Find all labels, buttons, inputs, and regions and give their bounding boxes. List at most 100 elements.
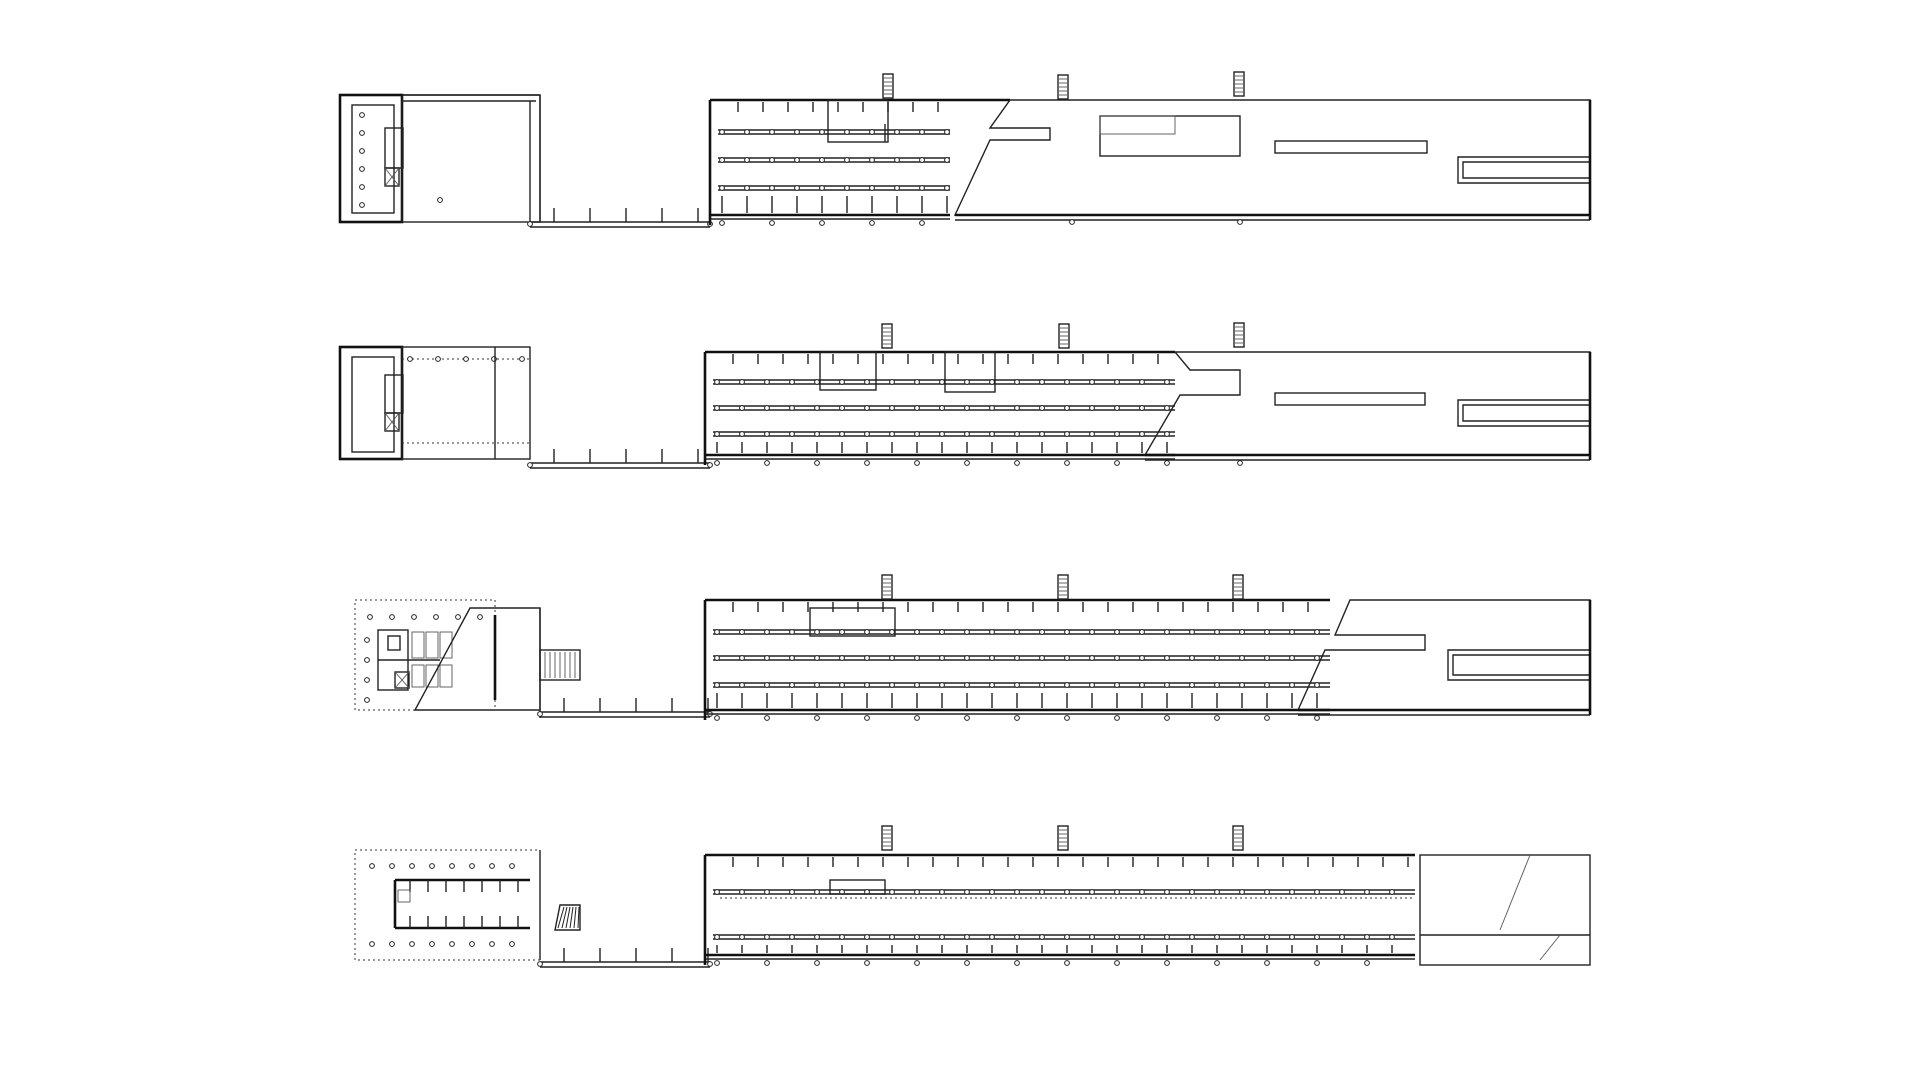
column-marker — [1064, 431, 1070, 437]
column-marker — [839, 934, 845, 940]
column-marker — [989, 682, 995, 688]
column-marker — [814, 682, 820, 688]
column-marker — [1189, 934, 1195, 940]
column-marker — [1239, 889, 1245, 895]
column-marker — [914, 960, 920, 966]
column-marker — [1064, 960, 1070, 966]
column-marker — [719, 129, 725, 135]
room-cell — [425, 631, 439, 659]
column-marker — [839, 655, 845, 661]
column-marker — [719, 185, 725, 191]
column-marker — [1089, 655, 1095, 661]
hatch-stroke — [577, 906, 580, 929]
column-marker — [819, 157, 825, 163]
column-marker — [1089, 934, 1095, 940]
column-marker — [1039, 405, 1045, 411]
column-marker — [964, 682, 970, 688]
column-marker — [769, 220, 775, 226]
column-marker — [964, 379, 970, 385]
column-marker — [409, 941, 415, 947]
column-marker — [364, 697, 370, 703]
stair-tower — [882, 73, 894, 99]
column-marker — [1314, 629, 1320, 635]
end-block-diagonal — [1539, 934, 1561, 961]
column-marker — [714, 934, 720, 940]
column-marker — [914, 889, 920, 895]
column-marker — [794, 157, 800, 163]
column-marker — [719, 220, 725, 226]
column-marker — [869, 157, 875, 163]
column-marker — [944, 157, 950, 163]
pavilion-elevator — [394, 671, 410, 689]
column-marker — [1014, 379, 1020, 385]
column-marker — [1114, 889, 1120, 895]
column-marker — [964, 889, 970, 895]
stair-tower — [1232, 825, 1244, 851]
column-marker — [1039, 431, 1045, 437]
column-marker — [1237, 219, 1243, 225]
column-marker — [1264, 715, 1270, 721]
column-marker — [1089, 629, 1095, 635]
column-marker — [359, 148, 365, 154]
stair-tower — [881, 825, 893, 851]
skylight-strip — [1274, 392, 1426, 406]
column-marker — [894, 129, 900, 135]
column-marker — [939, 889, 945, 895]
column-marker — [864, 934, 870, 940]
column-marker — [864, 655, 870, 661]
column-marker — [429, 941, 435, 947]
column-marker — [714, 655, 720, 661]
column-marker — [714, 431, 720, 437]
column-marker — [389, 941, 395, 947]
column-marker — [435, 356, 441, 362]
column-marker — [1164, 460, 1170, 466]
column-marker — [1064, 682, 1070, 688]
column-marker — [707, 462, 713, 468]
column-marker — [1214, 960, 1220, 966]
column-marker — [1314, 889, 1320, 895]
elevator-cross — [384, 412, 400, 432]
room-cell — [411, 631, 425, 659]
column-marker — [964, 655, 970, 661]
column-marker — [1289, 629, 1295, 635]
column-marker — [989, 405, 995, 411]
column-marker — [1014, 960, 1020, 966]
column-marker — [764, 629, 770, 635]
column-marker — [789, 655, 795, 661]
column-marker — [769, 157, 775, 163]
stair-tower — [1233, 322, 1245, 348]
column-marker — [964, 460, 970, 466]
column-marker — [814, 460, 820, 466]
column-marker — [364, 677, 370, 683]
column-marker — [1139, 682, 1145, 688]
column-marker — [1289, 934, 1295, 940]
column-marker — [537, 711, 543, 717]
column-marker — [914, 431, 920, 437]
column-marker — [1189, 889, 1195, 895]
column-marker — [1014, 889, 1020, 895]
column-marker — [1164, 715, 1170, 721]
column-marker — [1164, 629, 1170, 635]
column-marker — [789, 889, 795, 895]
column-marker — [1164, 960, 1170, 966]
column-marker — [764, 405, 770, 411]
column-marker — [1089, 431, 1095, 437]
column-marker — [739, 379, 745, 385]
hatch-stroke — [565, 906, 571, 929]
column-marker — [1314, 960, 1320, 966]
column-marker — [814, 889, 820, 895]
column-marker — [1264, 655, 1270, 661]
column-marker — [869, 185, 875, 191]
column-marker — [889, 629, 895, 635]
pavilion-hall — [401, 94, 541, 223]
column-marker — [864, 960, 870, 966]
column-marker — [714, 889, 720, 895]
column-marker — [1189, 629, 1195, 635]
sloped-slab — [1143, 351, 1591, 456]
column-marker — [1314, 934, 1320, 940]
column-marker — [764, 379, 770, 385]
column-marker — [914, 379, 920, 385]
column-marker — [1364, 889, 1370, 895]
column-marker — [789, 682, 795, 688]
column-marker — [359, 112, 365, 118]
